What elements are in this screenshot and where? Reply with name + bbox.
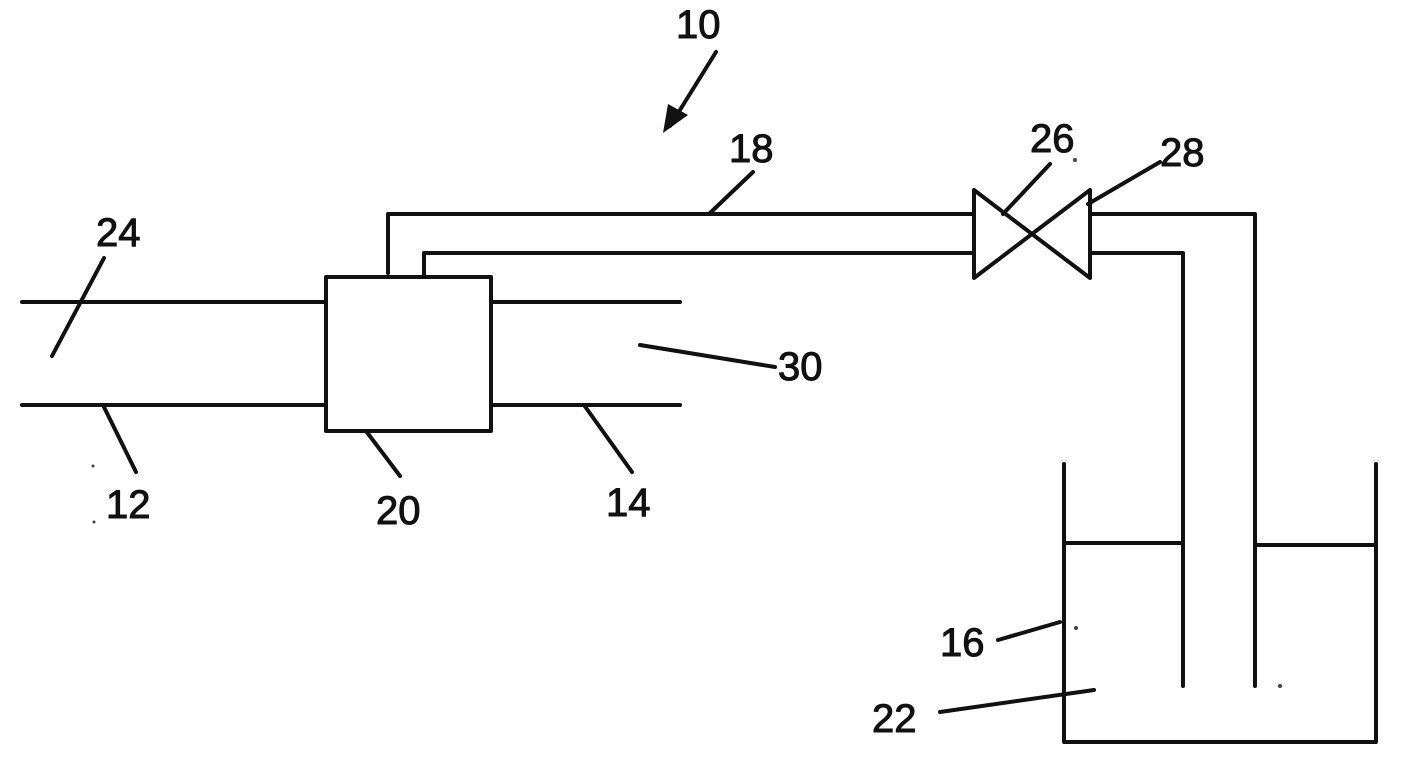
speck [1074,626,1078,630]
label-10: 10 [676,3,721,47]
label-26: 26 [1030,117,1075,161]
label-16: 16 [940,621,985,665]
label-28: 28 [1160,131,1205,175]
speck [1278,684,1282,688]
label-22: 22 [872,697,917,741]
label-12: 12 [106,483,151,527]
unit-box [324,275,493,433]
liquid-surface [1062,541,1378,547]
label-30: 30 [778,345,823,389]
outlet-pipe [489,300,682,407]
label-24: 24 [96,211,141,255]
speck [1073,158,1077,162]
label-20: 20 [376,489,421,533]
label-18: 18 [729,127,774,171]
valve [972,188,1092,280]
container [1062,462,1378,744]
bypass-line [386,212,1257,688]
leader-lines [50,50,1162,714]
arrowhead-icon [663,104,688,133]
inlet-pipe [20,300,328,407]
speck [91,464,95,468]
label-14: 14 [606,481,651,525]
speck [92,520,96,524]
